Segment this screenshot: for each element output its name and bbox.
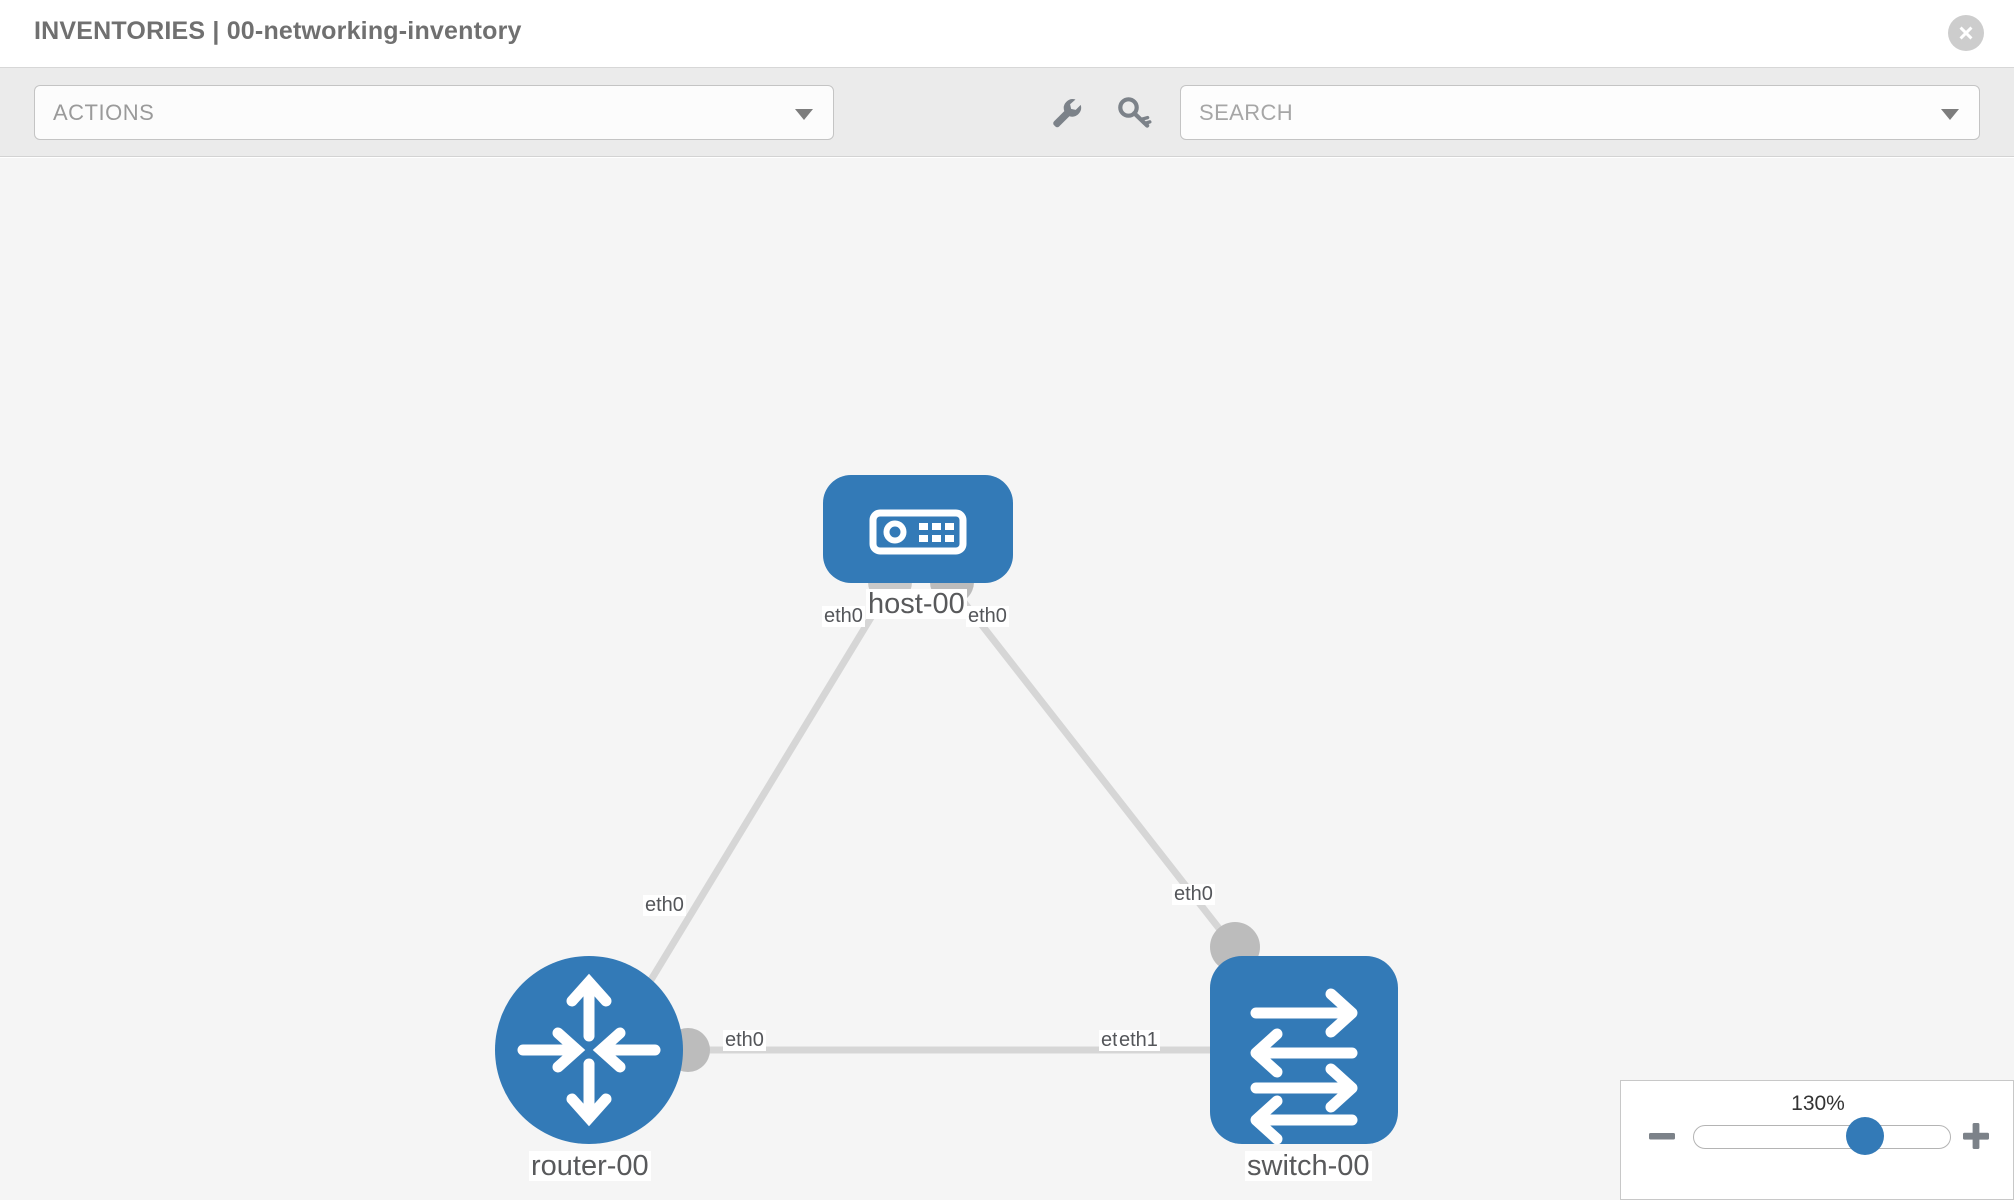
edge-label-router-eth0: eth0 bbox=[723, 1029, 766, 1051]
edge-label-switch-eth1: eth1 bbox=[1117, 1029, 1160, 1051]
toolbar: ACTIONS SEARCH bbox=[0, 68, 2014, 157]
node-router-00 bbox=[495, 956, 683, 1144]
close-icon[interactable] bbox=[1948, 15, 1984, 51]
zoom-percent-label: 130% bbox=[1791, 1092, 1845, 1115]
chevron-down-icon bbox=[795, 109, 813, 120]
page-title: INVENTORIES | 00-networking-inventory bbox=[34, 17, 522, 45]
key-icon[interactable] bbox=[1112, 90, 1156, 134]
actions-dropdown[interactable]: ACTIONS bbox=[34, 85, 834, 140]
node-label-switch-00: switch-00 bbox=[1245, 1150, 1372, 1182]
zoom-control-panel: 130% bbox=[1620, 1080, 2014, 1200]
page-header: INVENTORIES | 00-networking-inventory bbox=[0, 0, 2014, 68]
wrench-icon[interactable] bbox=[1044, 90, 1088, 134]
node-label-host-00: host-00 bbox=[866, 588, 967, 620]
search-placeholder: SEARCH bbox=[1199, 100, 1294, 125]
edge-label-host-eth0-right: eth0 bbox=[966, 605, 1009, 627]
plus-icon[interactable] bbox=[1959, 1119, 1993, 1153]
edge-label-switch-eth0-up: eth0 bbox=[1172, 883, 1215, 905]
zoom-slider-thumb[interactable] bbox=[1846, 1117, 1884, 1155]
node-label-router-00: router-00 bbox=[529, 1150, 651, 1182]
search-input[interactable]: SEARCH bbox=[1180, 85, 1980, 140]
node-switch-00 bbox=[1210, 956, 1398, 1145]
zoom-slider-track[interactable] bbox=[1693, 1125, 1951, 1149]
chevron-down-icon bbox=[1941, 109, 1959, 120]
node-host-00 bbox=[823, 475, 1013, 583]
link-host-switch bbox=[942, 575, 1253, 971]
topology-graph bbox=[495, 475, 1398, 1145]
actions-dropdown-label: ACTIONS bbox=[53, 100, 155, 125]
edge-label-host-eth0-left: eth0 bbox=[822, 605, 865, 627]
edge-label-router-eth0-up: eth0 bbox=[643, 894, 686, 916]
link-host-router bbox=[637, 576, 898, 1000]
topology-canvas[interactable]: eth0 host-00 eth0 eth0 eth0 eth0 eth eth… bbox=[0, 158, 2014, 1200]
minus-icon[interactable] bbox=[1645, 1119, 1679, 1153]
